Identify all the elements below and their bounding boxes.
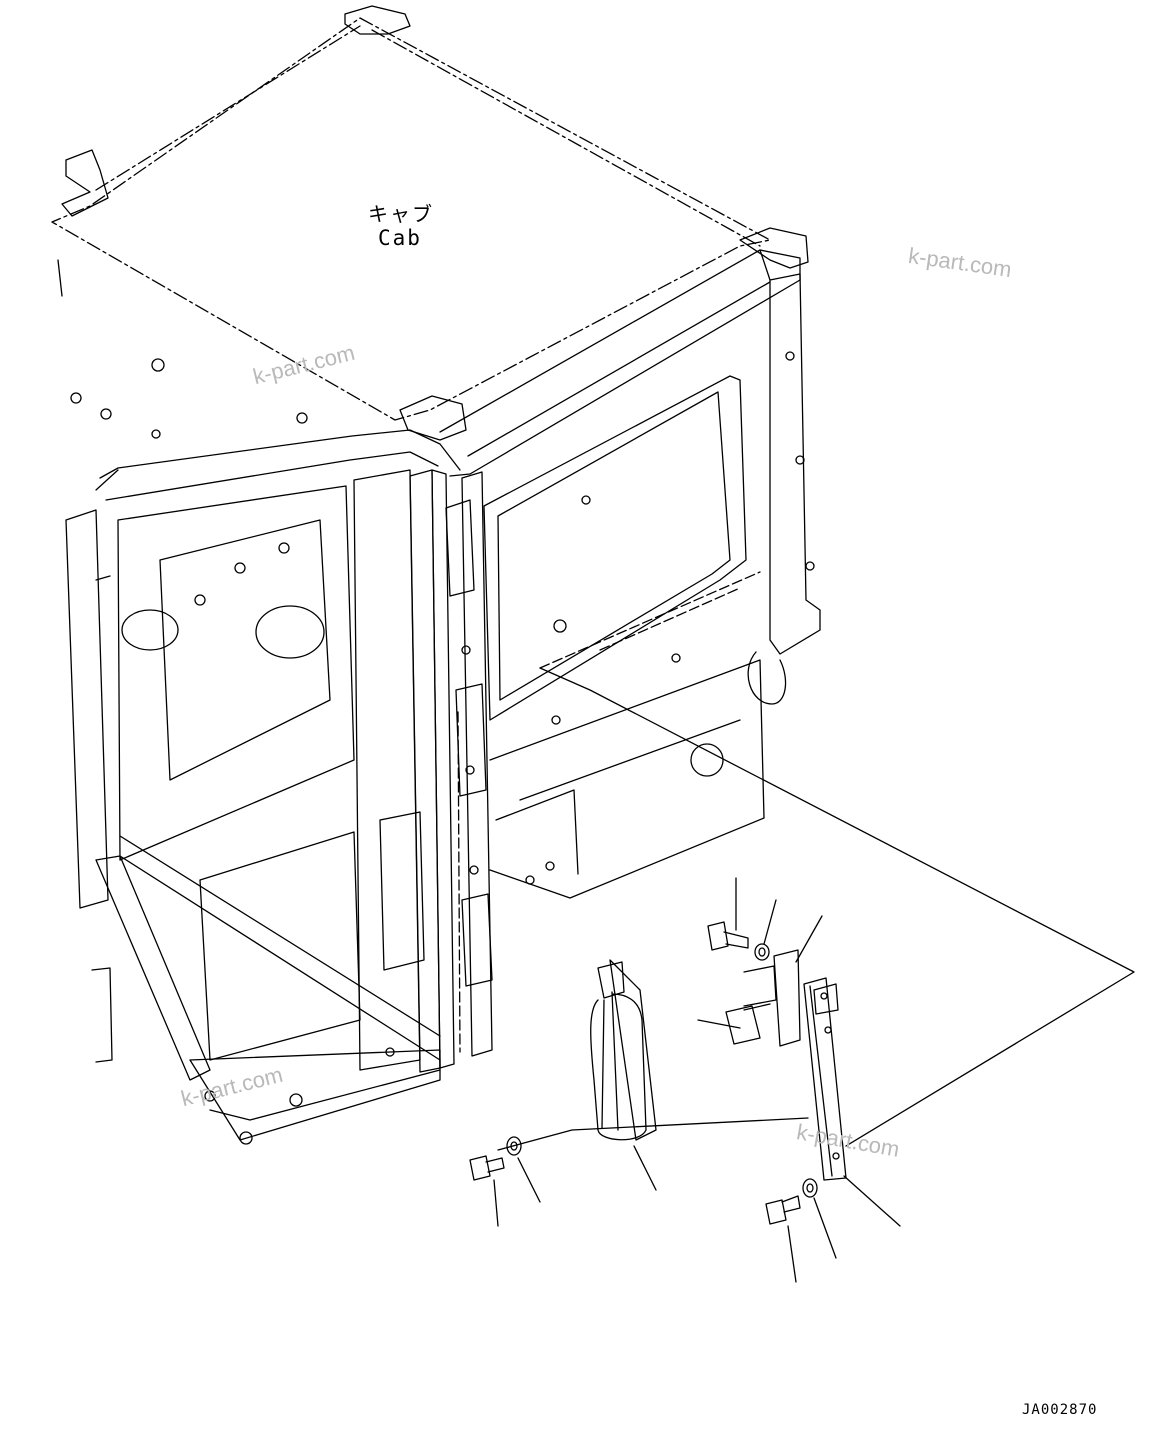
cab-frame	[57, 249, 821, 1145]
drawing-code: JA002870	[1022, 1402, 1098, 1418]
bolt-lower-left	[469, 1136, 522, 1181]
cab-label-english: Cab	[378, 226, 422, 250]
bolt-upper	[707, 921, 770, 961]
cab-roof-outline	[51, 17, 771, 421]
callout-lines	[493, 877, 901, 1283]
emergency-hammer	[590, 959, 657, 1141]
cab-label-japanese: キャブ	[368, 202, 434, 226]
cab-roof-corners	[61, 5, 809, 441]
bolt-lower-right	[765, 1178, 818, 1225]
hidden-lines	[457, 571, 761, 1053]
group-leader-lines	[497, 667, 1135, 1151]
